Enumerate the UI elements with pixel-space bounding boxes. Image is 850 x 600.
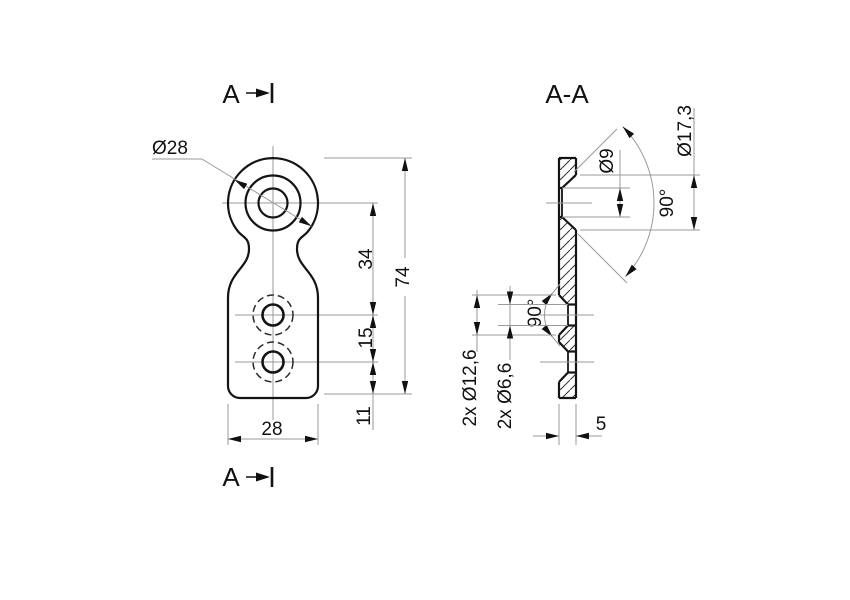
countersunk-hole-bottom	[558, 341, 576, 383]
dim-thickness: 5	[533, 404, 606, 445]
dim-total-height: 74	[324, 157, 414, 395]
dim-width-label: 28	[261, 419, 282, 440]
bore-circle-mid	[261, 303, 285, 327]
part-outline	[226, 157, 320, 400]
dim-hole-spacing-lower-label: 15	[356, 327, 377, 348]
dim-angle-bottom: 90°	[525, 283, 561, 347]
dim-bore-top-label: Ø9	[597, 148, 618, 173]
plate-outline	[557, 156, 578, 400]
section-label-bottom: A	[222, 462, 240, 492]
centerlines	[222, 146, 378, 420]
dim-countersink-bottom-label: 2x Ø12,6	[460, 349, 481, 426]
dim-angle-top: 90°	[573, 126, 678, 284]
dim-angle-bottom-label: 90°	[525, 299, 546, 328]
dim-bottom-offset-label: 11	[354, 406, 375, 426]
dim-head-diameter: Ø28	[152, 138, 312, 227]
section-hatching	[559, 158, 576, 398]
dim-bore-bottom-label: 2x Ø6,6	[495, 363, 516, 430]
dim-hole-spacing-upper-label: 34	[356, 248, 377, 270]
dim-head-diameter-label: Ø28	[152, 138, 188, 159]
countersink-circle-top	[244, 174, 302, 232]
dim-countersink-top-label: Ø17,3	[675, 105, 696, 157]
section-cut-arrow-top: A	[222, 79, 274, 109]
bore-circle-bottom	[261, 350, 285, 374]
dim-chain-right: 34 15 11	[354, 203, 377, 430]
dim-bore-bottom: 2x Ø6,6	[495, 286, 568, 429]
dim-thickness-label: 5	[596, 414, 607, 435]
dim-bore-top: Ø9	[562, 148, 630, 218]
dim-countersink-bottom: 2x Ø12,6	[460, 290, 556, 427]
section-title: A-A	[545, 79, 589, 109]
dim-width: 28	[227, 404, 319, 445]
front-view: Ø28 34 15 11 74	[152, 79, 414, 492]
hidden-countersink-bottom	[252, 341, 294, 383]
section-view: A-A	[460, 79, 700, 445]
section-label-top: A	[222, 79, 240, 109]
dim-countersink-top: Ø17,3	[580, 105, 700, 231]
dim-angle-top-label: 90°	[657, 189, 678, 218]
dim-total-height-label: 74	[393, 266, 414, 288]
bore-circle-top	[257, 187, 289, 219]
section-centerlines	[540, 202, 594, 363]
section-cut-arrow-bottom: A	[222, 462, 274, 492]
hidden-countersink-mid	[252, 294, 294, 336]
